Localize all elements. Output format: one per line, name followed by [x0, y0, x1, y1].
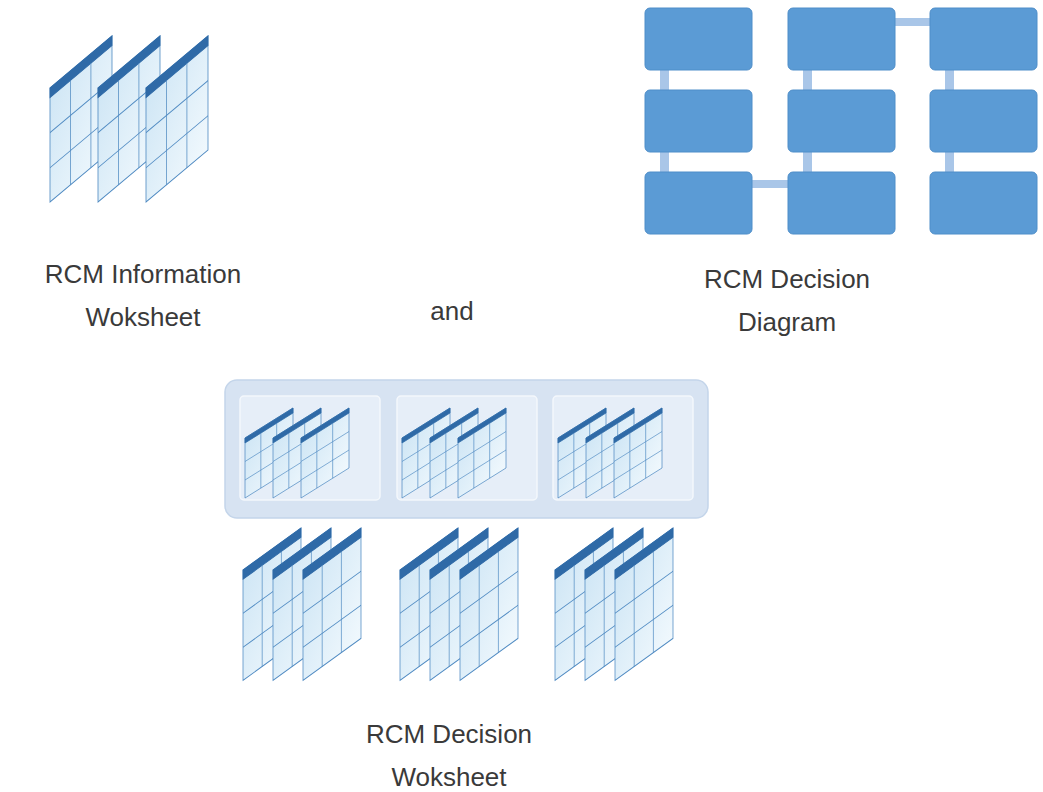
worksheet-stack	[402, 408, 506, 498]
worksheet-panel	[225, 380, 708, 518]
diagram-block	[645, 8, 1037, 234]
worksheet-stack	[50, 36, 208, 202]
worksheet-stack	[558, 408, 662, 498]
decision-diagram-icon	[645, 8, 1037, 234]
worksheet-stacks	[243, 528, 673, 680]
caption-label: RCM Decision Diagram	[682, 258, 892, 344]
worksheet-sheet	[146, 36, 208, 202]
caption-label: RCM Decision Woksheet	[334, 713, 564, 792]
caption-label: RCM Information Woksheet	[13, 253, 273, 339]
connector-word: and	[392, 290, 512, 333]
worksheet-stack	[245, 408, 349, 498]
